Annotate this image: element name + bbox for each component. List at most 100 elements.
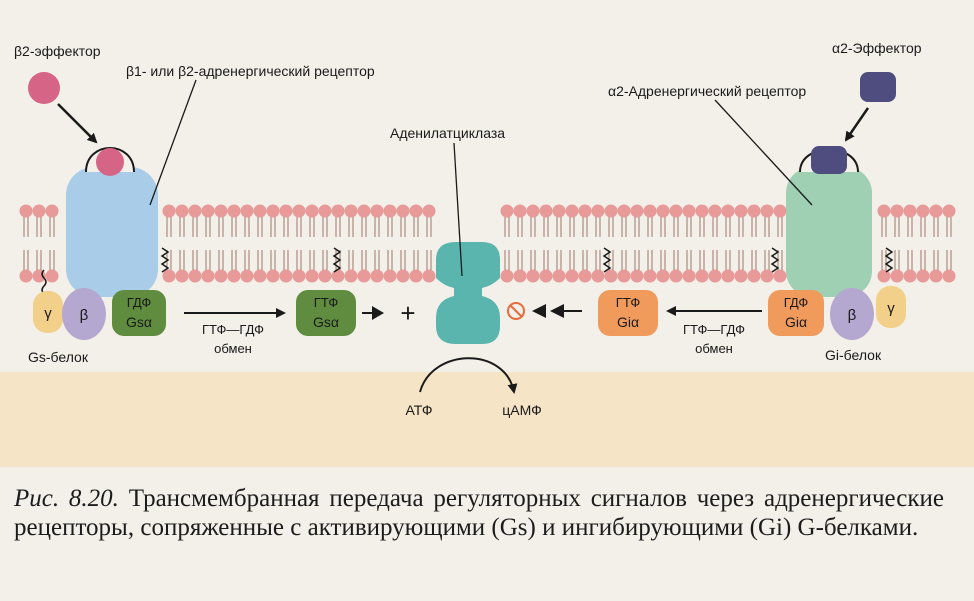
lipid-head <box>253 204 267 218</box>
lipid-head <box>773 269 787 283</box>
gs-alpha-gdp <box>112 290 166 336</box>
beta2-effector <box>28 72 60 104</box>
beta-label-right: β <box>848 307 857 324</box>
gamma-label-left: γ <box>44 305 52 322</box>
bound-beta2-effector <box>96 148 124 176</box>
lipid-head <box>734 204 748 218</box>
lipid-head <box>773 204 787 218</box>
lipid-head <box>19 204 33 218</box>
gi-alpha-gtp <box>598 290 658 336</box>
lipid-head <box>643 269 657 283</box>
lipid-head <box>682 204 696 218</box>
lipid-head <box>721 269 735 283</box>
lipid-head <box>578 204 592 218</box>
membrane-anchors <box>41 247 894 295</box>
effector-binding-arrow <box>57 103 98 144</box>
lipid-head <box>669 269 683 283</box>
lipid-head <box>357 269 371 283</box>
inhibit-icon <box>507 302 525 320</box>
lipid-head <box>162 269 176 283</box>
inhibit-icon-slash <box>509 304 523 318</box>
lipid-head <box>331 204 345 218</box>
lipid-head <box>617 204 631 218</box>
lipid-head <box>617 269 631 283</box>
gi-alpha-label-right: Giα <box>785 314 807 330</box>
alpha-effector-binding-arrow <box>844 107 870 142</box>
lipid-head <box>682 269 696 283</box>
lipid-head <box>669 204 683 218</box>
lipid-head <box>422 204 436 218</box>
lipid-head <box>747 269 761 283</box>
gi-protein-complex <box>768 286 906 340</box>
lipid-head <box>45 269 59 283</box>
lipid-head <box>305 204 319 218</box>
gi-alpha-gdp <box>768 290 824 336</box>
lipid-bilayer <box>19 204 956 283</box>
gdp-label-left: ГДФ <box>127 295 152 310</box>
lipid-head <box>227 269 241 283</box>
lipid-head <box>409 269 423 283</box>
gs-alpha-gtp <box>296 290 356 336</box>
alpha2-receptor-label: α2-Адренергический рецептор <box>608 83 806 99</box>
alpha-receptor-leader-line <box>714 99 813 206</box>
lipid-head <box>292 204 306 218</box>
lipid-head <box>422 269 436 283</box>
lipid-head <box>500 269 514 283</box>
lipid-head <box>695 204 709 218</box>
lipid-head <box>708 269 722 283</box>
lipid-head <box>344 204 358 218</box>
lipid-head <box>656 269 670 283</box>
lipid-head <box>929 204 943 218</box>
arrow-right-icon <box>372 306 384 320</box>
lipid-head <box>175 269 189 283</box>
gs-protein-label: Gs-белок <box>28 349 89 365</box>
lipid-head <box>227 204 241 218</box>
lipid-head <box>734 269 748 283</box>
lipid-head <box>370 269 384 283</box>
lipid-head <box>604 204 618 218</box>
adenylate-cyclase-leader-line <box>453 142 463 277</box>
gamma-label-right: γ <box>887 300 895 317</box>
lipid-head <box>877 269 891 283</box>
lipid-head <box>513 269 527 283</box>
lipid-head <box>188 269 202 283</box>
lipid-head <box>760 204 774 218</box>
exchange-label-left: обмен <box>214 341 252 356</box>
beta2-effector-text: β2-эффектор <box>14 43 101 59</box>
lipid-head <box>45 204 59 218</box>
lipid-head <box>240 269 254 283</box>
lipid-head <box>591 269 605 283</box>
lipid-head <box>292 269 306 283</box>
arrow-left-icon <box>532 304 546 318</box>
lipid-head <box>903 269 917 283</box>
beta-subunit-left <box>62 288 106 340</box>
lipid-head <box>890 204 904 218</box>
alpha2-effector-label: α2-Эффектор <box>832 40 922 56</box>
lipid-head <box>916 204 930 218</box>
lipid-head <box>383 269 397 283</box>
gamma-subunit-right <box>876 286 906 328</box>
lipid-head <box>19 269 33 283</box>
lipid-head <box>604 269 618 283</box>
lipid-head <box>396 204 410 218</box>
lipid-head <box>240 204 254 218</box>
gamma-subunit-left <box>33 291 63 333</box>
lipid-head <box>175 204 189 218</box>
gs-protein-complex <box>33 288 166 340</box>
lipid-head <box>942 204 956 218</box>
bound-alpha2-effector <box>811 146 847 174</box>
camp-label: цАМФ <box>502 402 542 418</box>
exchange-label-right: обмен <box>695 341 733 356</box>
gtp-gdp-label-right: ГТФ—ГДФ <box>683 322 745 337</box>
lipid-head <box>903 204 917 218</box>
lipid-head <box>383 204 397 218</box>
lipid-head <box>760 269 774 283</box>
lipid-head <box>162 204 176 218</box>
lipid-head <box>305 269 319 283</box>
beta2-effector-label: β2-эффектор <box>14 43 101 59</box>
lipid-head <box>318 269 332 283</box>
lipid-head <box>565 204 579 218</box>
lipid-head <box>279 204 293 218</box>
lipid-head <box>253 269 267 283</box>
